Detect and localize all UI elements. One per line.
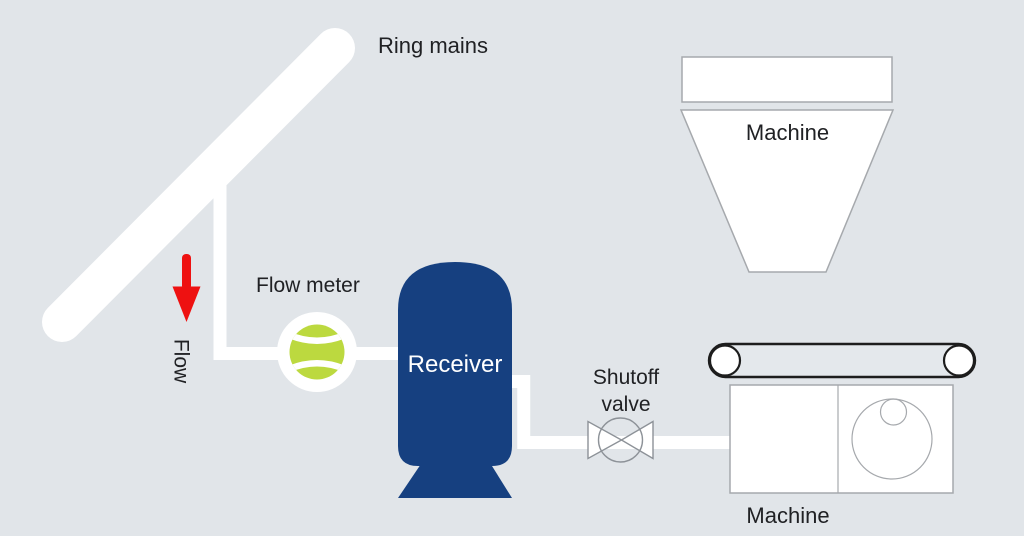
shutoff-valve-label: Shutoff valve [593,364,659,418]
machine-top-hopper [679,109,895,273]
shutoff-valve-ring-icon [597,417,644,463]
receiver-tank-skirt [398,458,512,498]
shutoff-valve-right-wedge [620,420,654,460]
machine-top-label: Machine [745,120,830,145]
receiver-tank-body [398,262,512,466]
flow-label: Flow [169,338,193,384]
machine-bottom-body [729,384,954,494]
machine-top-lid [681,56,893,103]
machine-bottom-label: Machine [746,503,830,528]
flow-meter-ball-icon [289,324,345,380]
conveyor-roller-right-icon [942,344,976,377]
shutoff-valve-label-line1: Shutoff [592,366,660,389]
conveyor-roller-left-icon [708,344,742,377]
receiver-label: Receiver [407,351,503,378]
ring-mains-label: Ring mains [378,33,489,58]
flow-arrow-head-icon [172,286,201,322]
flow-arrow-shaft [182,254,191,290]
conveyor-belt [707,342,977,379]
shutoff-valve-label-line2: valve [601,393,651,416]
shutoff-valve-left-wedge [587,420,623,460]
flow-meter-label: Flow meter [256,274,360,297]
machine-bottom-drum-cap-icon [879,398,908,426]
ring-mains-pipe [42,28,355,342]
